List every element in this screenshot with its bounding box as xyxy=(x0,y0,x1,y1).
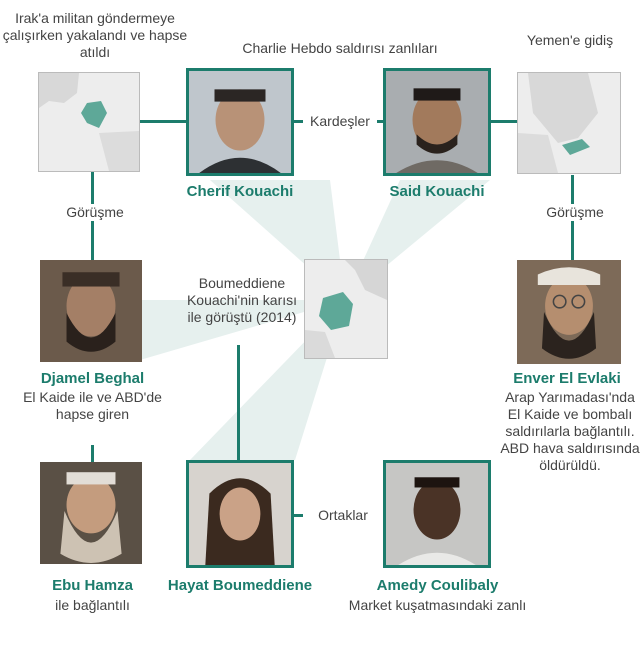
ebu-photo xyxy=(40,462,142,564)
iraq-caption: Irak'a militan göndermeye çalışırken yak… xyxy=(2,10,188,60)
fan-to-djamel xyxy=(140,300,345,360)
line-center-hayat xyxy=(237,345,240,460)
amedy-photo xyxy=(383,460,491,568)
line-said-yemen xyxy=(490,120,520,123)
france-map xyxy=(304,259,388,359)
center-caption: Boumeddiene Kouachi'nin karısı ile görüş… xyxy=(186,275,298,325)
iraq-map xyxy=(38,72,140,172)
yemen-map xyxy=(517,72,621,174)
brothers-label: Kardeşler xyxy=(303,113,377,130)
enver-photo xyxy=(517,260,621,364)
amedy-desc: Market kuşatmasındaki zanlı xyxy=(348,597,527,613)
line-iraq-cherif xyxy=(140,120,190,123)
hayat-photo xyxy=(186,460,294,568)
line-djamel-ebu xyxy=(91,445,94,463)
hayat-name: Hayat Boumeddiene xyxy=(167,577,313,594)
france-highlight xyxy=(319,292,353,330)
djamel-photo xyxy=(40,260,142,362)
djamel-desc: El Kaide ile ve ABD'de hapse giren xyxy=(23,389,162,422)
enver-desc: Arap Yarımadası'nda El Kaide ve bombalı … xyxy=(500,389,640,473)
suspects-caption: Charlie Hebdo saldırısı zanlıları xyxy=(242,40,438,56)
cherif-photo xyxy=(186,68,294,176)
ebu-desc: ile bağlantılı xyxy=(55,597,130,613)
yemen-caption: Yemen'e gidiş xyxy=(526,32,614,48)
enver-name: Enver El Evlaki xyxy=(513,370,621,387)
ebu-name: Ebu Hamza xyxy=(52,577,133,594)
said-photo xyxy=(383,68,491,176)
meeting-right-label: Görüşme xyxy=(530,204,620,221)
amedy-name: Amedy Coulibaly xyxy=(376,577,499,594)
meeting-left-label: Görüşme xyxy=(50,204,140,221)
djamel-name: Djamel Beghal xyxy=(40,370,145,387)
said-name: Said Kouachi xyxy=(389,183,485,200)
yemen-highlight xyxy=(562,139,590,155)
iraq-highlight xyxy=(81,101,107,128)
cherif-name: Cherif Kouachi xyxy=(186,183,294,200)
partners-label: Ortaklar xyxy=(303,507,383,524)
